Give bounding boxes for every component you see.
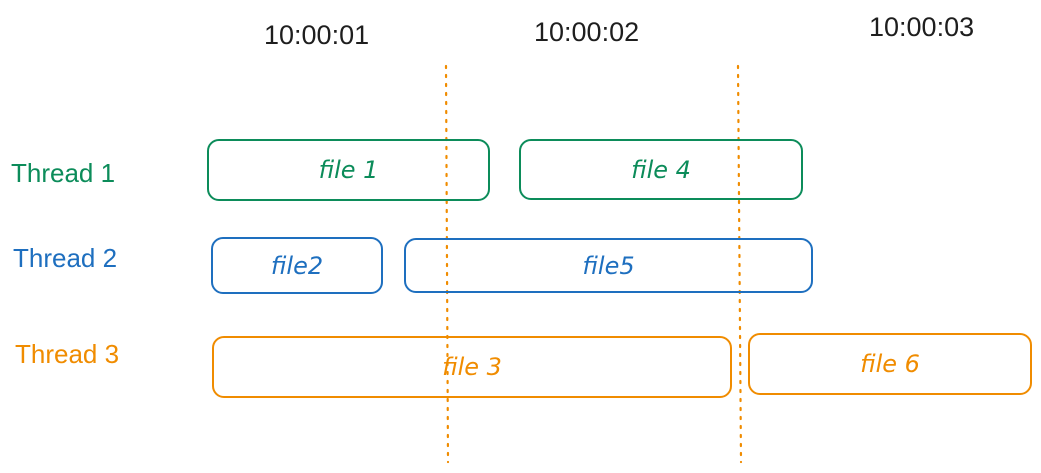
task-box-file-1: file 1 — [207, 139, 490, 201]
task-label: file 1 — [318, 156, 379, 184]
thread-2-label: Thread 2 — [13, 243, 118, 273]
task-label: file 3 — [442, 353, 502, 381]
task-label: file 6 — [860, 350, 920, 378]
task-label: file2 — [270, 251, 324, 280]
task-box-file5: file5 — [404, 238, 813, 293]
task-label: file5 — [582, 251, 635, 280]
time-label-2: 10:00:02 — [534, 17, 640, 47]
separator-line-1 — [444, 64, 450, 464]
task-box-file-6: file 6 — [748, 333, 1032, 395]
separator-line-2 — [736, 64, 743, 464]
time-label-3: 10:00:03 — [869, 12, 975, 42]
thread-3-label: Thread 3 — [15, 339, 120, 369]
thread-1-label: Thread 1 — [11, 158, 116, 188]
task-box-file2: file2 — [211, 237, 383, 294]
time-label-1: 10:00:01 — [264, 20, 370, 50]
task-box-file-3: file 3 — [212, 336, 732, 398]
task-label: file 4 — [631, 155, 691, 184]
task-box-file-4: file 4 — [519, 139, 803, 200]
